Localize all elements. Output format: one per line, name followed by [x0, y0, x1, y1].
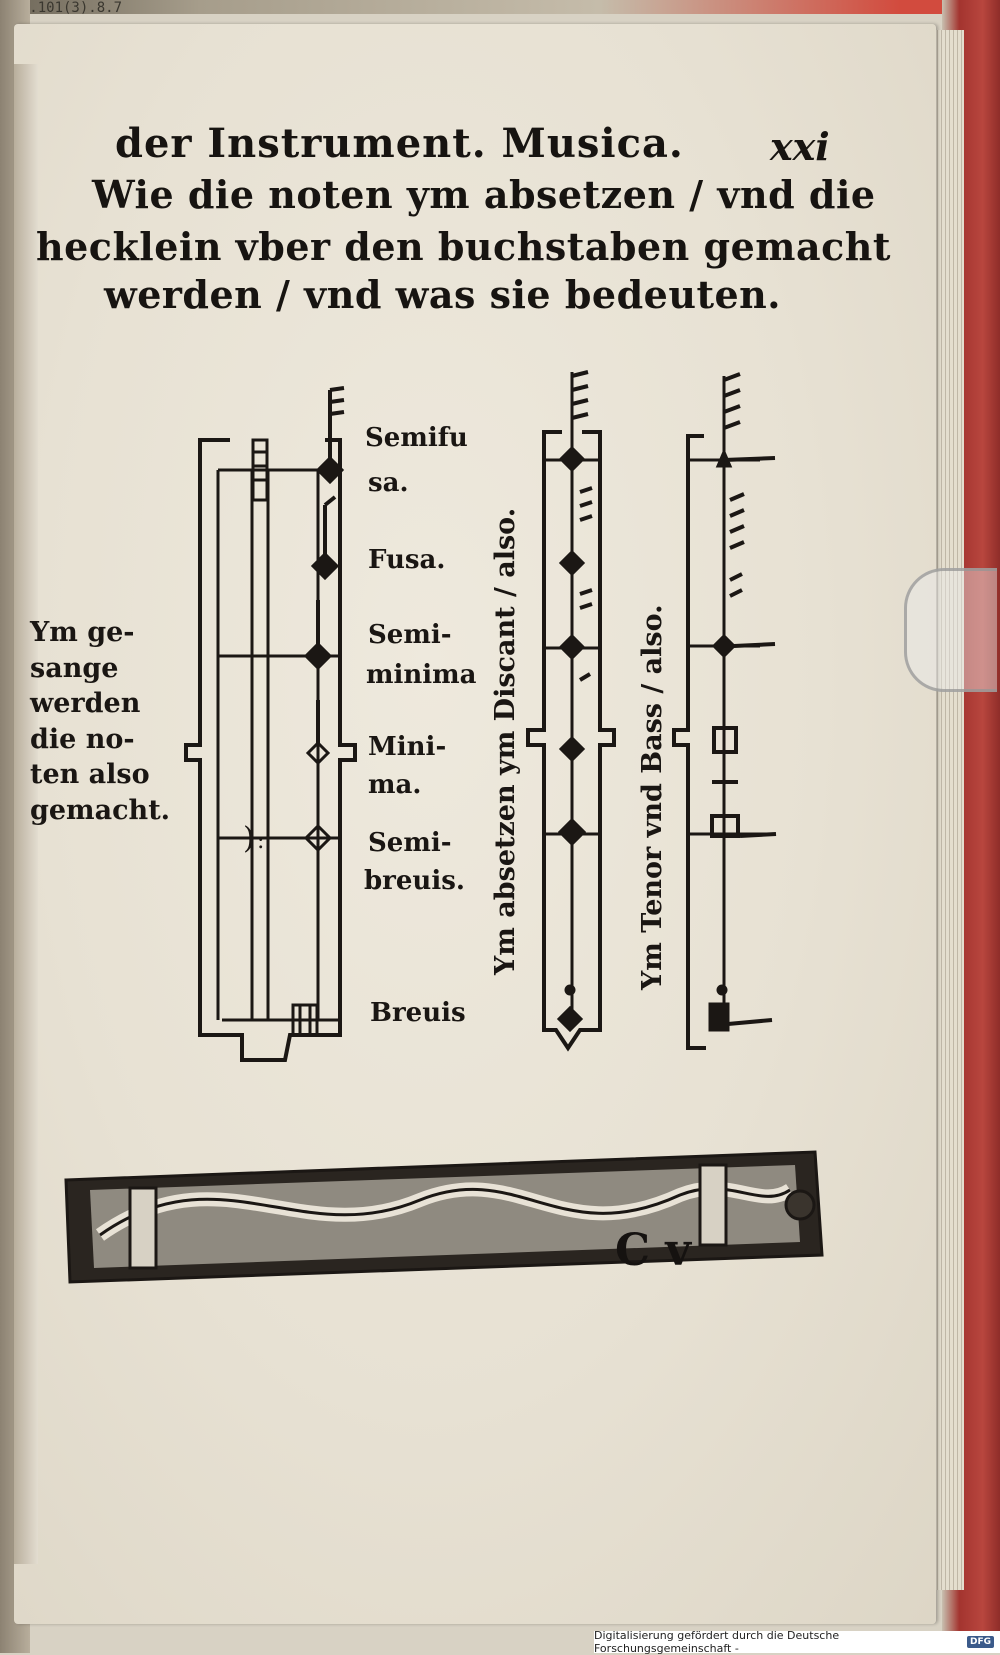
label-minima-cont: ma. [368, 770, 422, 800]
heading-line-3: werden / vnd was sie bedeuten. [104, 272, 782, 317]
label-semiminima-cont: minima [366, 660, 477, 690]
side-note: Ym ge- sange werden die no- ten also gem… [30, 615, 170, 828]
scan-top-edge [0, 0, 1000, 14]
label-minima: Mini- [368, 732, 447, 762]
caption-discant: Ym absetzen ym Discant / also. [490, 507, 521, 975]
discant-frame [526, 370, 616, 1052]
side-note-line: die no- [30, 723, 135, 755]
digitization-footer: Digitalisierung gefördert durch die Deut… [594, 1629, 1000, 1655]
label-semiminima: Semi- [368, 620, 452, 650]
running-title: der Instrument. Musica. [115, 120, 684, 167]
folio-number: xxi [770, 124, 830, 169]
facing-page-edge [14, 64, 38, 1564]
side-note-line: Ym ge- [30, 617, 135, 648]
label-semibreuis-cont: breuis. [364, 866, 465, 896]
song-notes-frame: ) : [184, 386, 357, 1062]
page-clip [904, 568, 997, 692]
ornamental-band [64, 1150, 824, 1284]
label-semibreuis: Semi- [368, 828, 452, 858]
heading-line-2: hecklein vber den buchstaben gemacht [36, 224, 891, 269]
label-breuis: Breuis [370, 998, 466, 1028]
side-note-line: ten also [30, 759, 150, 790]
side-note-line: gemacht. [30, 794, 171, 826]
svg-text:): ) [243, 821, 255, 856]
caption-tenor-bass: Ym Tenor vnd Bass / also. [637, 604, 668, 990]
side-note-line: werden [30, 688, 141, 719]
tenor-bass-frame [672, 372, 777, 1050]
label-semifusa-cont: sa. [368, 468, 409, 498]
dfg-logo: DFG [966, 1636, 994, 1648]
label-semifusa: Semifu [365, 423, 468, 453]
side-note-line: sange [30, 652, 119, 684]
label-fusa: Fusa. [368, 545, 446, 575]
book-page [14, 24, 936, 1624]
catchword: C v [615, 1225, 691, 1276]
heading-line-1: Wie die noten ym absetzen / vnd die [92, 172, 876, 217]
shelfmark: 0.0.101(3).8.7 [4, 0, 123, 16]
footer-credit: Digitalisierung gefördert durch die Deut… [594, 1629, 840, 1655]
svg-text::: : [257, 829, 264, 854]
